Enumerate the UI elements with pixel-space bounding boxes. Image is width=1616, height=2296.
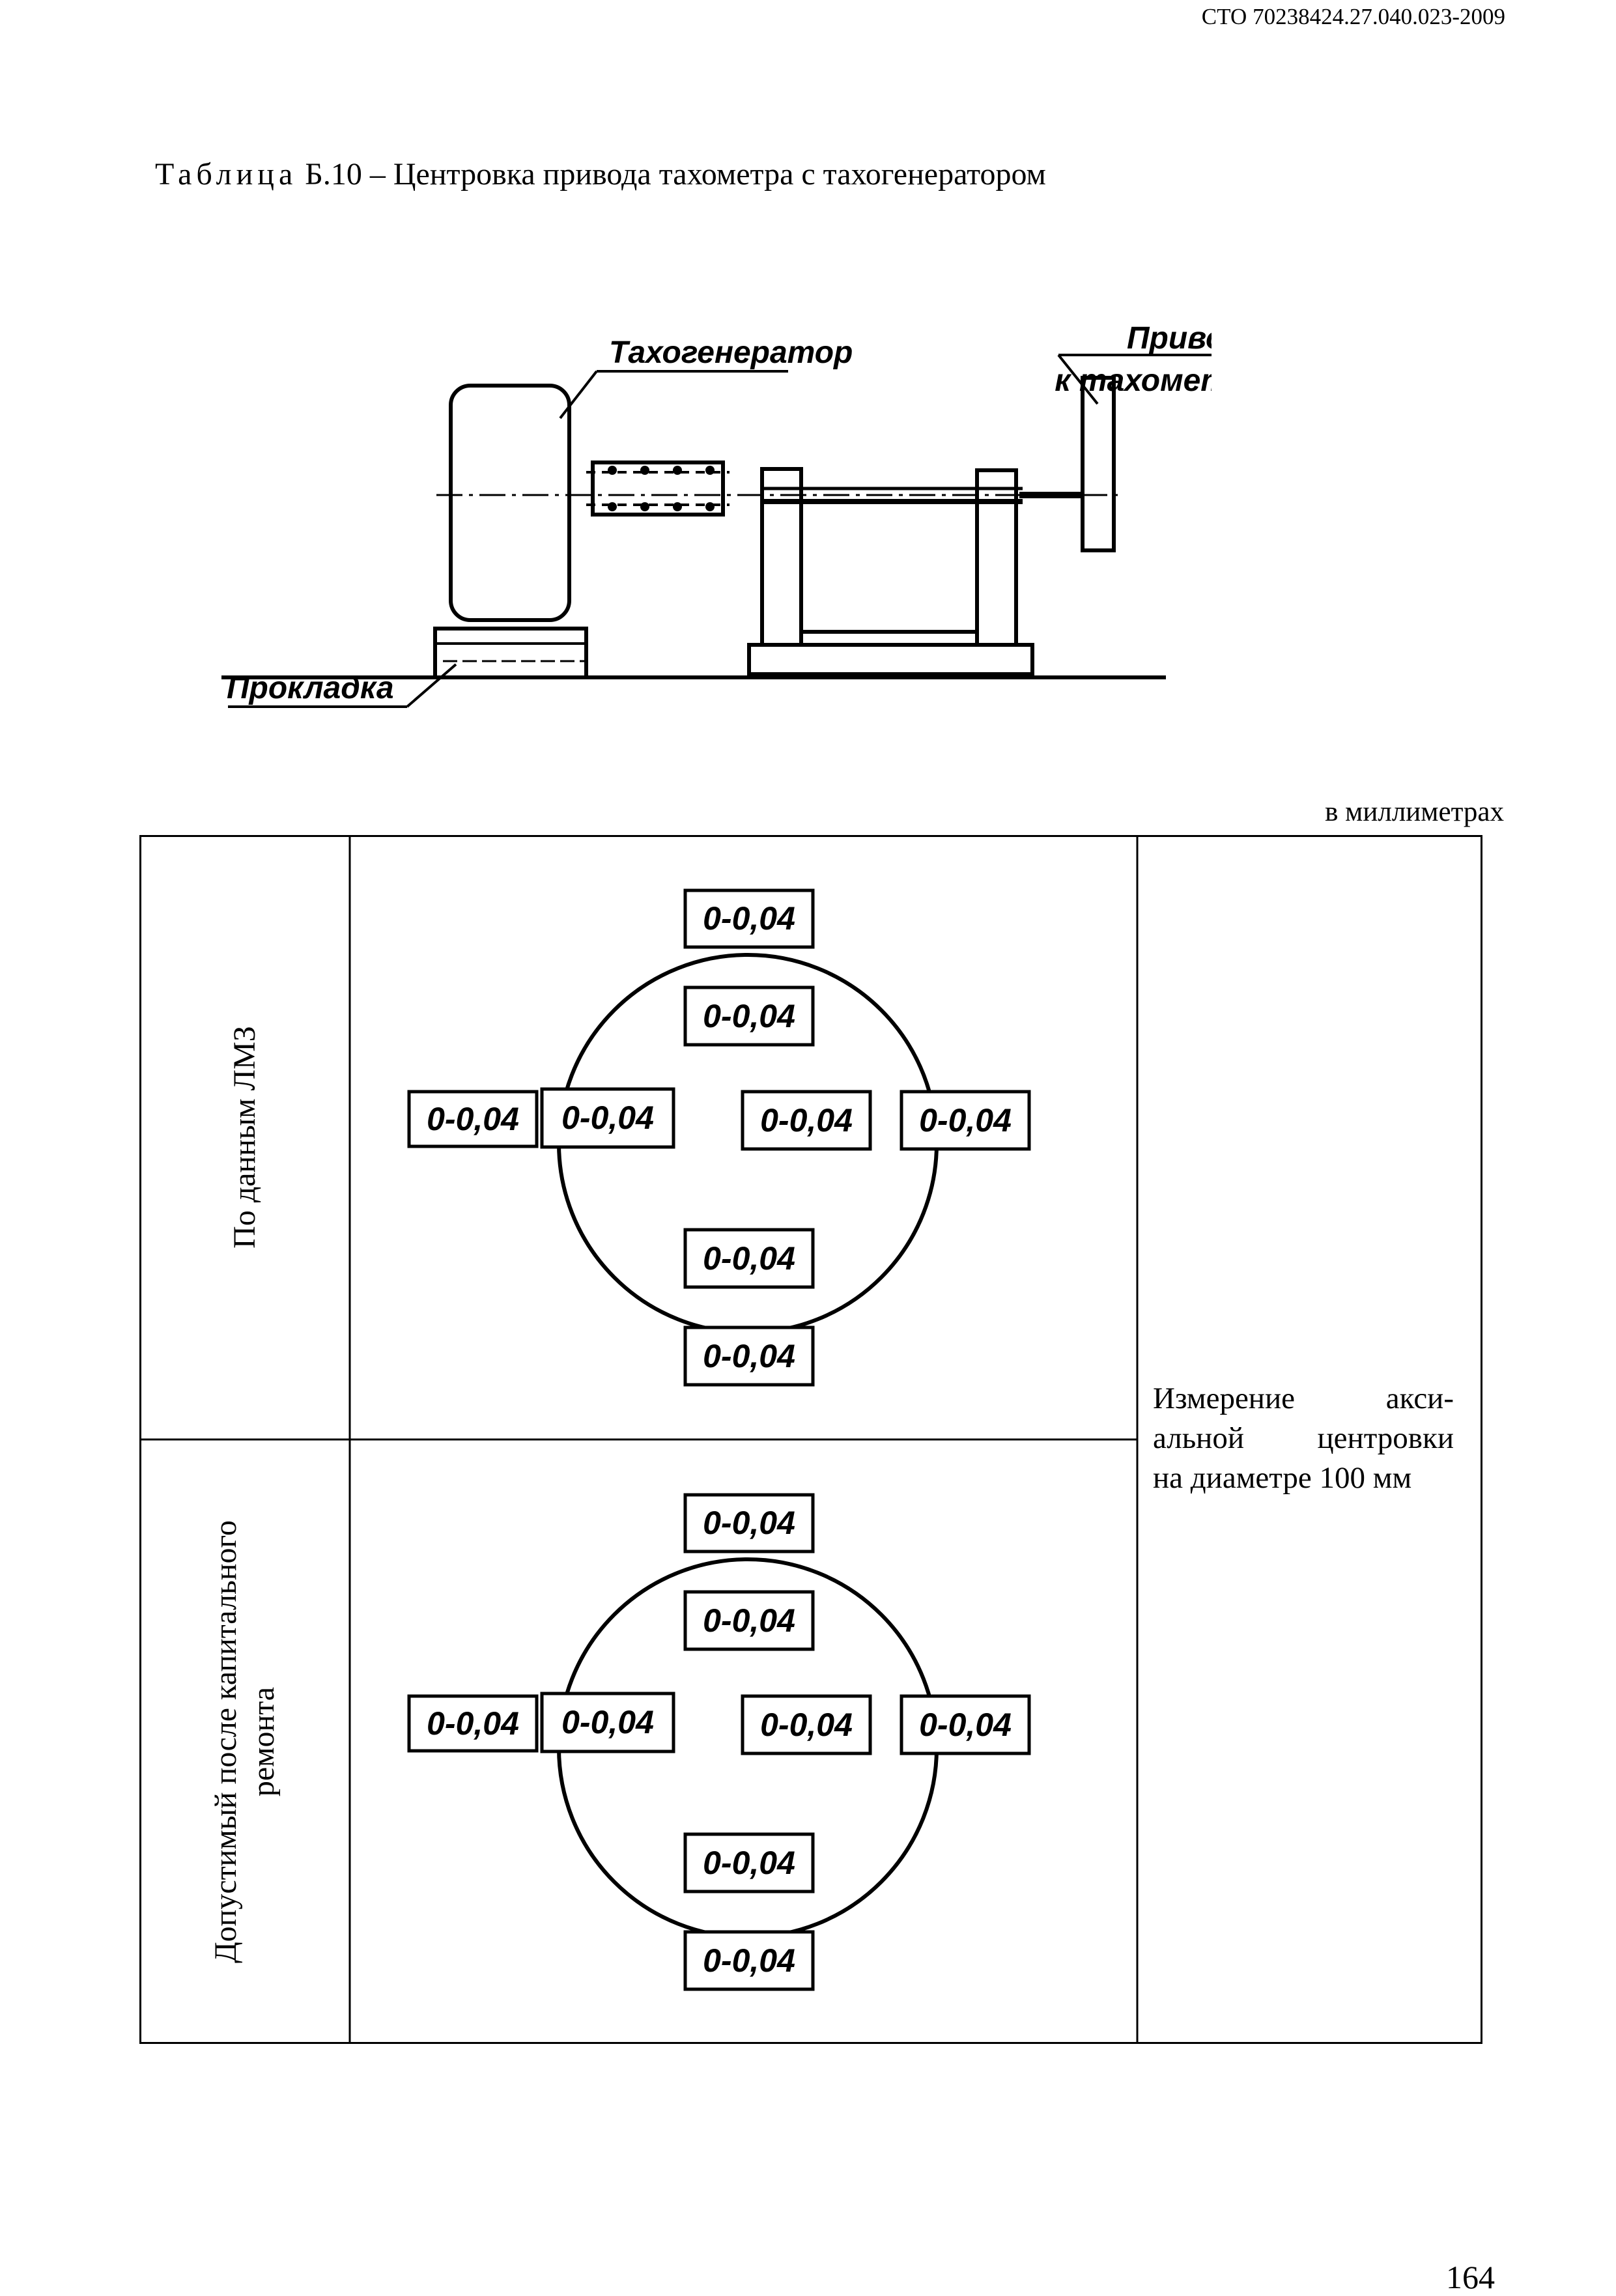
document-code: СТО 70238424.27.040.023-2009 [1201,4,1505,29]
table-grid [139,835,1482,2044]
alignment-table: По данным ЛМЗ Допустимый после капитальн… [139,835,1482,2044]
drive-label-line1: Привод [1127,321,1212,356]
tachogenerator-label: Тахогенератор [609,335,853,370]
units-note: в миллиметрах [1325,797,1504,827]
stand-base [747,643,1034,676]
outer-right-value: 0-0,04 [919,1707,1012,1743]
note-line-1: Измерение акси- [1153,1382,1454,1415]
note-line-3: на диаметре 100 мм [1153,1461,1412,1495]
inner-bottom-value: 0-0,04 [703,1845,795,1881]
tolerance-scheme-lmz: 0-0,04 0-0,04 0-0,04 0-0,04 0-0,04 0-0,0… [407,888,1031,1387]
outer-top-value: 0-0,04 [703,1505,795,1541]
inner-right-value: 0-0,04 [760,1707,853,1743]
row-header-after-repair-line1: Допустимый после капитального [208,1520,243,1964]
row-header-after-repair: Допустимый после капитального ремонта [207,1520,283,1963]
caption-label: Таблица [155,157,298,191]
inner-top-value: 0-0,04 [703,1602,795,1639]
row-header-lmz: По данным ЛМЗ [226,1026,264,1249]
note-line-2: альной центровки [1153,1421,1454,1455]
stand-right-post [975,468,1018,647]
tolerance-scheme-after-repair: 0-0,04 0-0,04 0-0,04 0-0,04 0-0,04 0-0,0… [407,1493,1031,1991]
row-header-after-repair-line2: ремонта [246,1686,281,1797]
outer-bottom-value: 0-0,04 [703,1338,795,1374]
caption-text: Б.10 – Центровка привода тахометра с тах… [297,157,1046,191]
inner-bottom-value: 0-0,04 [703,1240,795,1277]
drive-label-line2: к тахометру [1055,363,1212,398]
drive-disk [1081,376,1116,552]
inner-top-value: 0-0,04 [703,998,795,1034]
row-header-lmz-text: По данным ЛМЗ [227,1026,262,1249]
coupling [591,461,725,517]
outer-bottom-value: 0-0,04 [703,1942,795,1979]
shim-block [433,627,588,679]
page-number: 164 [1446,2259,1495,2295]
outer-left-value: 0-0,04 [427,1101,519,1137]
outer-right-value: 0-0,04 [919,1102,1012,1139]
outer-left-value: 0-0,04 [427,1705,519,1742]
measurement-note: Измерение акси- альной центровки на диам… [1153,1379,1454,1498]
tachogenerator-body [449,384,571,622]
shim-label: Прокладка [227,671,394,705]
alignment-scheme-drawing: Тахогенератор Привод к тахометру Проклад… [221,321,1212,708]
outer-top-value: 0-0,04 [703,900,795,937]
table-caption: Таблица Б.10 – Центровка привода тахомет… [155,156,1046,192]
inner-left-value: 0-0,04 [561,1099,654,1136]
inner-right-value: 0-0,04 [760,1102,853,1139]
inner-left-value: 0-0,04 [561,1704,654,1740]
